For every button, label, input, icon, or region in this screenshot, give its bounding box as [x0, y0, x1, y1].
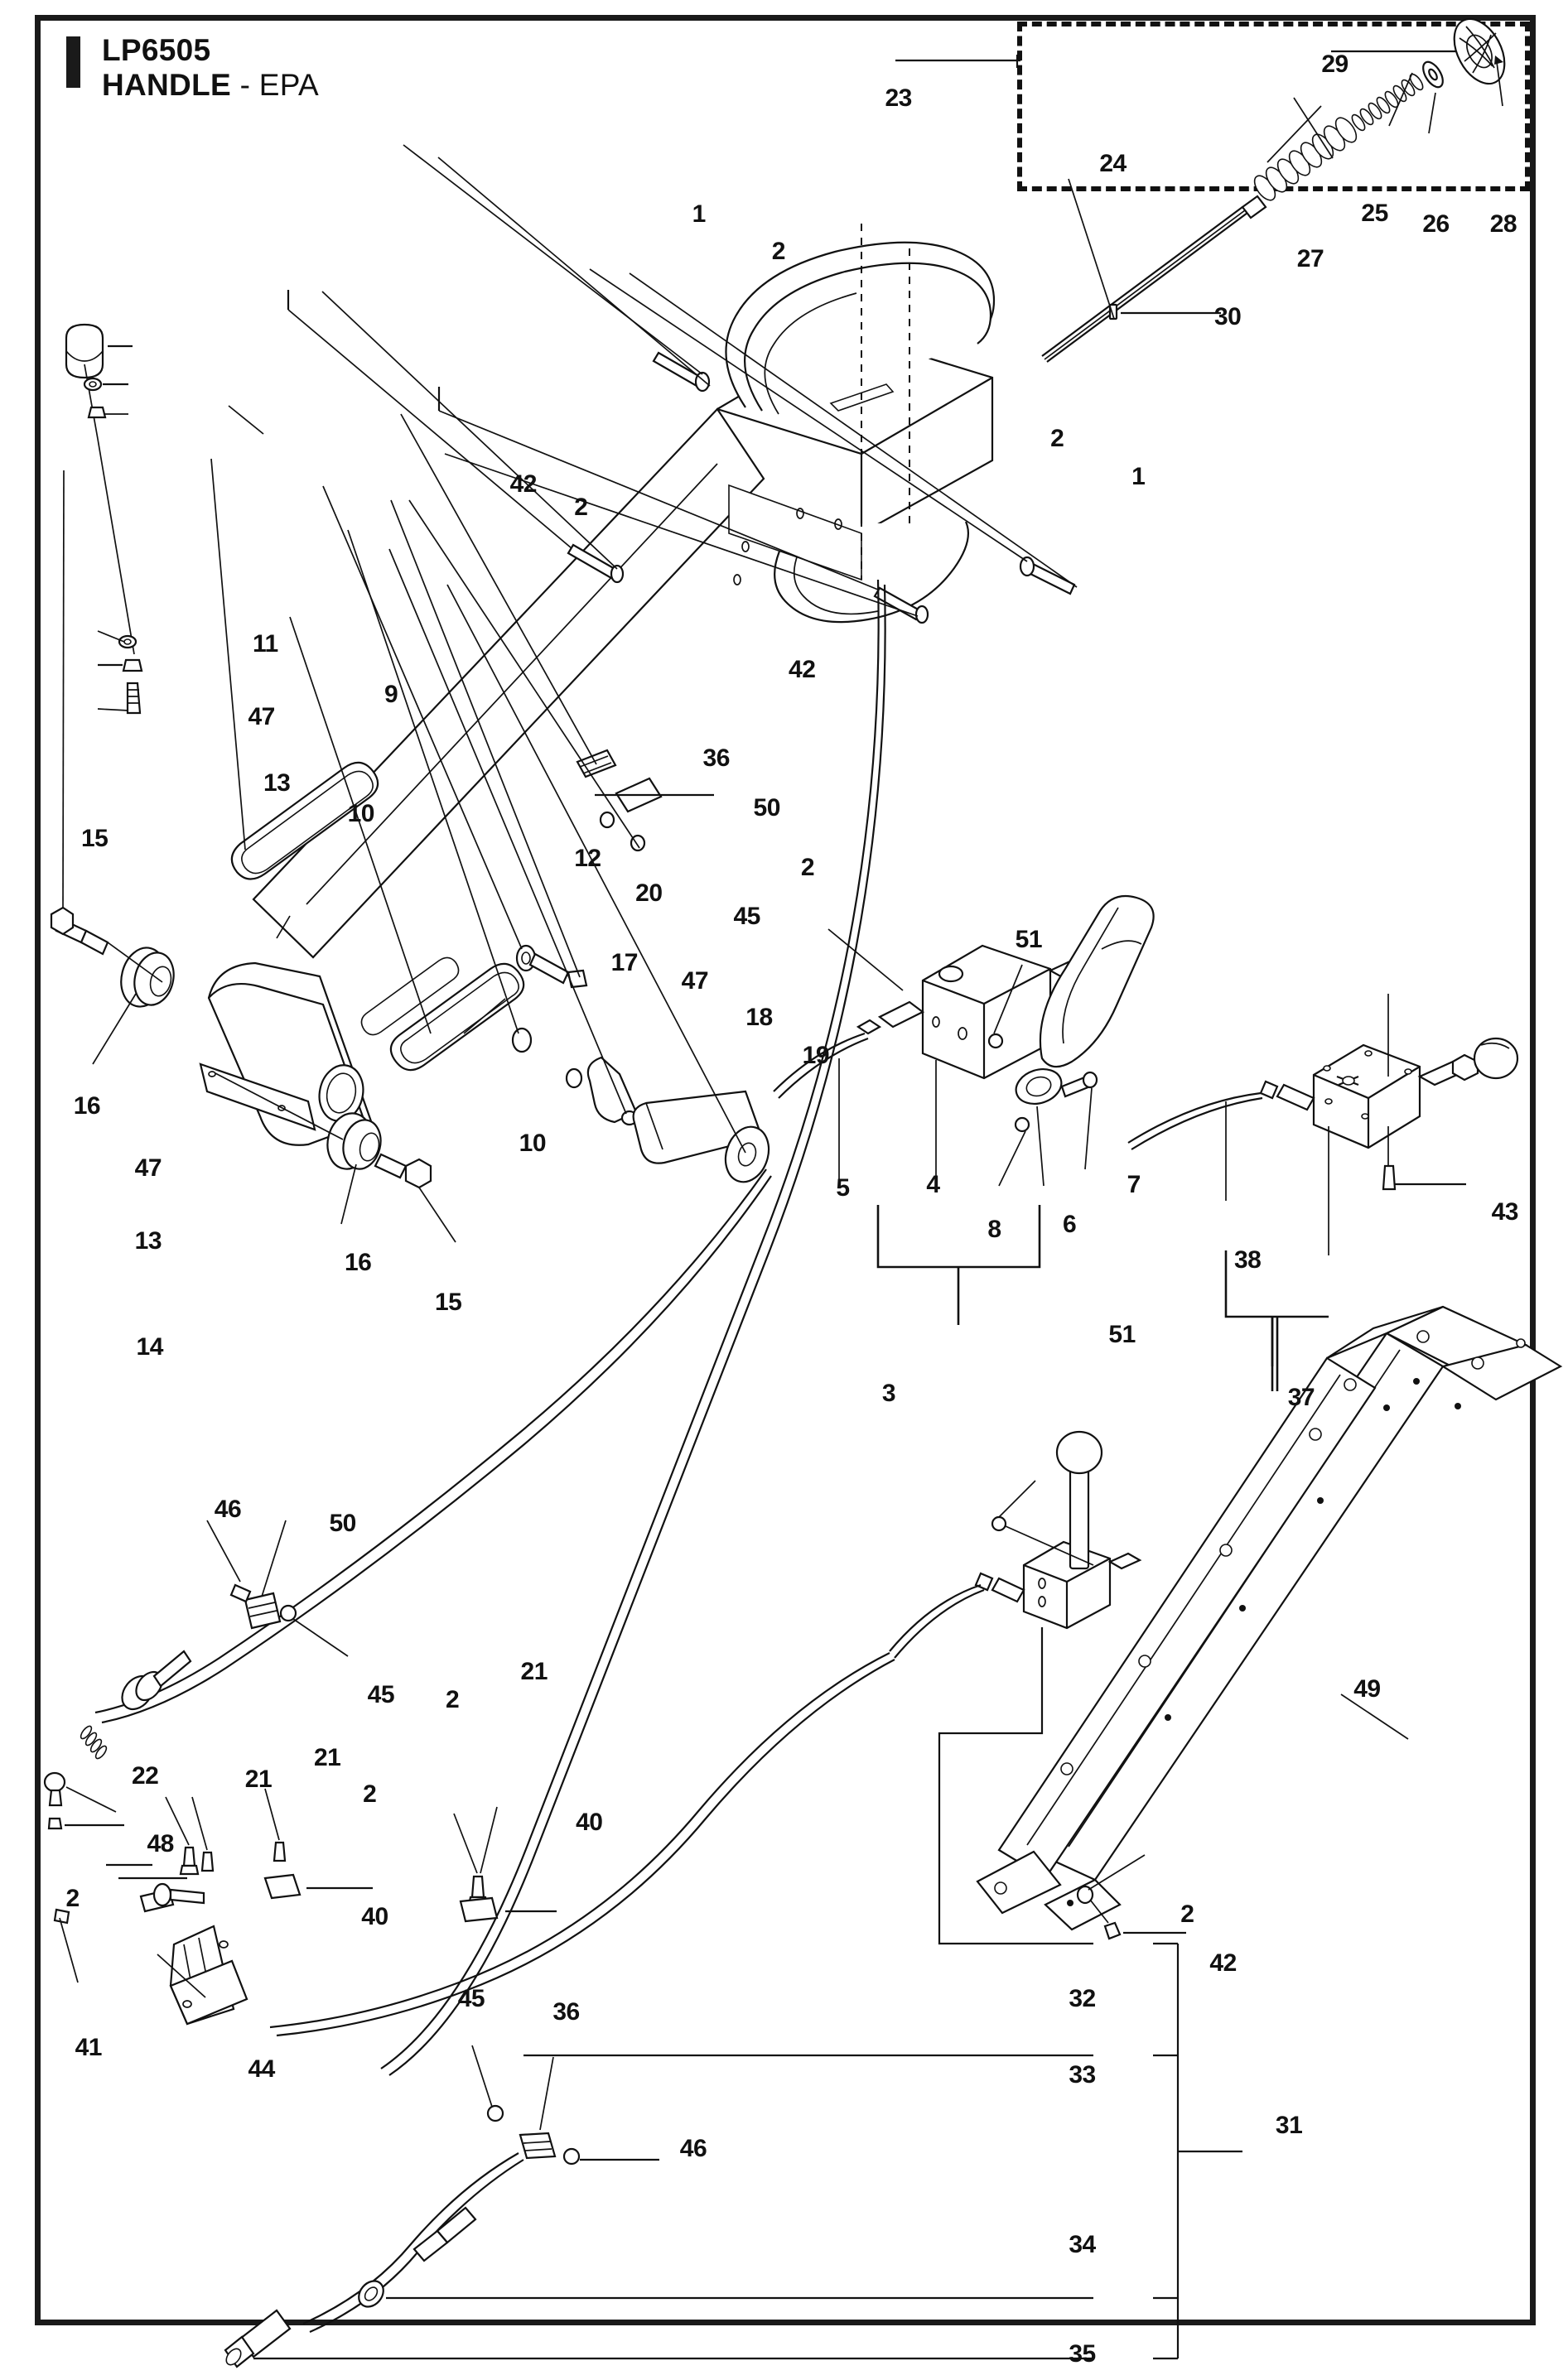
- callout-46-clamp-bolt-lower: 46: [679, 2134, 707, 2162]
- callout-13-locknut-upper: 13: [263, 769, 291, 797]
- page-title-model: LP6505: [102, 33, 211, 67]
- callout-12-pivot-pin: 12: [574, 844, 601, 872]
- callout-36-cable-clamp-upper: 36: [702, 744, 731, 773]
- callout-38-throttle-cable: 38: [1233, 1245, 1262, 1274]
- callout-16-roller-right: 16: [344, 1249, 372, 1277]
- callout-32-cable-assembly-32: 32: [1069, 1984, 1096, 2012]
- callout-10-grip-strap-left: 10: [347, 800, 375, 828]
- callout-29-recoil-starter-pulley: 29: [1321, 51, 1348, 79]
- callout-19-damper-cap: 19: [802, 1042, 830, 1070]
- callout-46-clamp-bolt-left: 46: [214, 1496, 242, 1524]
- callout-2-upper-arm-nut-right: 2: [800, 853, 815, 881]
- callout-40-cable-clamp-left: 40: [361, 1903, 388, 1931]
- callout-42-rail-bolt: 42: [1209, 1949, 1237, 1977]
- callout-47-washer-upper: 47: [248, 703, 275, 731]
- callout-47-washer-lower: 47: [134, 1154, 162, 1182]
- title-block: LP6505 HANDLE - EPA: [66, 33, 319, 103]
- callout-42-upper-arm-bolt-right: 42: [789, 656, 816, 684]
- callout-40-cable-clamp-right: 40: [576, 1808, 603, 1836]
- callout-2-bracket-nut: 2: [363, 1780, 377, 1809]
- callout-45-clamp-screw-lower: 45: [457, 1984, 485, 2012]
- callout-2-clamp-nut-mid: 2: [445, 1685, 460, 1713]
- callout-42-upper-arm-bolt-left: 42: [509, 470, 538, 499]
- callout-28-retaining-clip: 28: [1489, 210, 1517, 238]
- callout-34-cable-assembly-34: 34: [1069, 2231, 1096, 2259]
- callout-15-roller-bolt-right: 15: [435, 1289, 462, 1317]
- callout-33-cable-assembly-33: 33: [1069, 2061, 1096, 2089]
- callout-26-washer: 26: [1422, 210, 1450, 238]
- callout-51-valve-screw-upper: 51: [1015, 925, 1043, 953]
- callout-37-valve-mount-group: 37: [1287, 1384, 1315, 1412]
- callout-47-washer-lever: 47: [681, 966, 709, 995]
- page-title-suffix: - EPA: [239, 68, 319, 103]
- page-title-section: HANDLE: [102, 68, 231, 103]
- callout-17-lever-arm: 17: [610, 948, 639, 976]
- callout-24-starter-rope: 24: [1099, 150, 1127, 178]
- callout-1-top-handle-right-bolt: 1: [1131, 462, 1146, 490]
- callout-21-cable-clip-bracket: 21: [244, 1765, 273, 1793]
- callout-15-roller-bolt-left: 15: [80, 824, 109, 852]
- callout-6-valve-collar: 6: [1062, 1210, 1077, 1238]
- callout-5-hydraulic-hose: 5: [836, 1173, 850, 1202]
- callout-31-cable-kit-group: 31: [1275, 2112, 1303, 2140]
- callout-2-rail-nut: 2: [1180, 1900, 1194, 1928]
- callout-4-control-valve-body: 4: [926, 1170, 940, 1198]
- callout-48-cable-anchor: 48: [147, 1829, 174, 1857]
- callout-50-cable-clip-upper: 50: [753, 793, 781, 821]
- callout-43-mount-bolt: 43: [1491, 1198, 1519, 1226]
- callout-27-large-spring: 27: [1296, 245, 1324, 273]
- callout-36-cable-clamp-lower: 36: [552, 1998, 580, 2026]
- callout-9-handle-arm-tube: 9: [384, 680, 398, 708]
- callout-20-bushing: 20: [635, 879, 663, 908]
- callout-23-dashed-subassembly-group: 23: [885, 84, 913, 112]
- callout-45-clamp-screw-upper: 45: [733, 903, 760, 930]
- callout-21-cable-clip-bracket-2: 21: [313, 1743, 341, 1771]
- callout-18-damper-body: 18: [745, 1004, 773, 1032]
- callout-30-rope-stop: 30: [1213, 303, 1242, 331]
- callout-3-valve-assembly-group: 3: [881, 1379, 896, 1407]
- callout-7-valve-lever-screw: 7: [1127, 1170, 1141, 1198]
- subassembly-dashed-box: [1017, 22, 1530, 191]
- callout-21-cable-clip-mid: 21: [520, 1658, 548, 1686]
- callout-10-grip-strap-right: 10: [519, 1129, 547, 1157]
- callout-2-top-handle-left-nut: 2: [771, 237, 786, 265]
- callout-2-bracket-bolt: 2: [65, 1885, 80, 1913]
- callout-13-locknut-lower: 13: [134, 1227, 162, 1255]
- diagram-frame: [35, 15, 1536, 2325]
- callout-50-cable-clip-left: 50: [329, 1509, 356, 1537]
- callout-1-top-handle-left-bolt: 1: [692, 200, 707, 229]
- callout-41-bracket-screw: 41: [75, 2033, 103, 2061]
- callout-22-cable-end-fitting: 22: [131, 1762, 159, 1790]
- callout-8-valve-pin: 8: [987, 1215, 1001, 1243]
- callout-16-roller-left: 16: [73, 1092, 101, 1120]
- callout-49-support-rail: 49: [1353, 1674, 1381, 1703]
- callout-2-top-handle-right-nut: 2: [1050, 424, 1064, 452]
- callout-11-handle-knob-cap: 11: [253, 629, 278, 658]
- callout-2-upper-arm-nut-left: 2: [574, 493, 588, 521]
- callout-35-cable-assembly-35: 35: [1069, 2339, 1096, 2368]
- callout-14-threaded-rod: 14: [136, 1333, 164, 1361]
- title-accent-bar: [66, 36, 80, 88]
- callout-44-cable-bracket: 44: [248, 2055, 275, 2083]
- callout-45-clamp-nut-left: 45: [367, 1681, 395, 1709]
- callout-25-small-spring: 25: [1361, 199, 1388, 227]
- callout-51-valve-screw-lower: 51: [1108, 1321, 1136, 1349]
